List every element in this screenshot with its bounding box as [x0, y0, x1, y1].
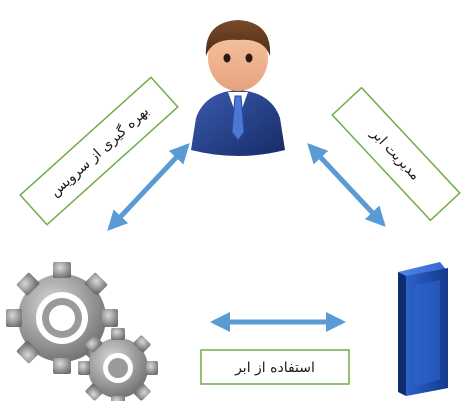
- arrow-right-edge: [307, 143, 386, 227]
- user-icon: [191, 20, 285, 156]
- bottom-edge-label: استفاده از ابر: [234, 360, 315, 376]
- arrow-left-edge: [107, 143, 190, 231]
- right-edge-label-box: مدیریت ابر: [331, 86, 461, 222]
- bottom-edge-label-box: استفاده از ابر: [200, 349, 350, 385]
- left-edge-label-box: بهره گیری از سرویس: [19, 76, 179, 226]
- server-icon: [398, 262, 448, 396]
- left-edge-label: بهره گیری از سرویس: [46, 103, 152, 201]
- gears-icon: [6, 262, 158, 401]
